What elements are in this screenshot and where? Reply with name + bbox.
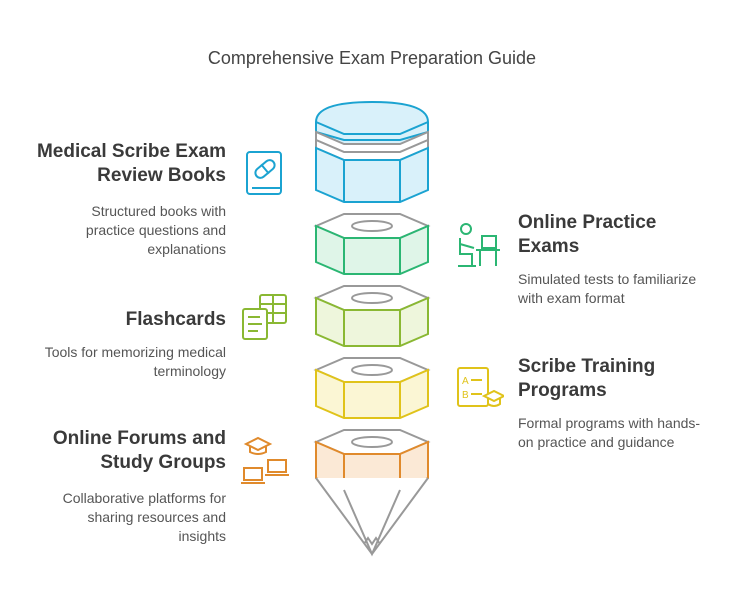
segment-review-books: [315, 100, 429, 203]
heading-line: Online Practice: [518, 212, 657, 233]
segment-practice-exams: [313, 213, 431, 275]
heading-line: Flashcards: [125, 309, 226, 330]
description-line: insights: [178, 528, 226, 544]
laptops-graduation-icon: [241, 436, 289, 484]
heading-line: Study Groups: [100, 452, 226, 473]
heading-line: Review Books: [97, 165, 226, 186]
practice-exams-description: Simulated tests to familiarize with exam…: [518, 270, 740, 308]
description-line: on practice and guidance: [518, 434, 675, 450]
description-line: Simulated tests to familiarize: [518, 271, 697, 287]
flashcards-heading: Flashcards: [20, 308, 226, 332]
review-books-heading: Medical Scribe Exam Review Books: [20, 140, 226, 188]
segment-flashcards: [313, 285, 431, 347]
flashcards-description: Tools for memorizing medical terminology: [20, 343, 226, 381]
segment-training-programs: [313, 357, 431, 419]
description-line: practice questions and: [85, 222, 226, 238]
flashcards-icon: [242, 294, 287, 340]
description-line: Collaborative platforms for: [62, 490, 226, 506]
person-at-desk-icon: [458, 223, 500, 267]
practice-exams-heading: Online Practice Exams: [518, 211, 738, 259]
svg-text:B: B: [462, 390, 469, 401]
heading-line: Online Forums and: [52, 428, 226, 449]
description-line: sharing resources and: [87, 509, 226, 525]
pencil-tip: [315, 477, 429, 557]
training-programs-heading: Scribe Training Programs: [518, 355, 738, 403]
heading-line: Exams: [518, 236, 580, 257]
description-line: Tools for memorizing medical: [44, 344, 226, 360]
pencil-stack-graphic: [313, 100, 431, 557]
heading-line: Programs: [518, 380, 607, 401]
forums-study-groups-description: Collaborative platforms for sharing reso…: [20, 489, 226, 546]
training-checklist-icon: A B: [457, 367, 504, 407]
description-line: Formal programs with hands-: [518, 415, 701, 431]
training-programs-description: Formal programs with hands- on practice …: [518, 414, 740, 452]
description-line: Structured books with: [91, 203, 226, 219]
forums-study-groups-heading: Online Forums and Study Groups: [20, 427, 226, 475]
heading-line: Medical Scribe Exam: [36, 141, 226, 162]
page-title: Comprehensive Exam Preparation Guide: [207, 48, 537, 68]
heading-line: Scribe Training: [518, 356, 656, 377]
review-books-description: Structured books with practice questions…: [20, 202, 226, 259]
description-line: terminology: [153, 363, 226, 379]
svg-text:A: A: [462, 376, 469, 387]
description-line: with exam format: [518, 290, 625, 306]
description-line: explanations: [147, 241, 226, 257]
book-pill-icon: [246, 151, 282, 195]
